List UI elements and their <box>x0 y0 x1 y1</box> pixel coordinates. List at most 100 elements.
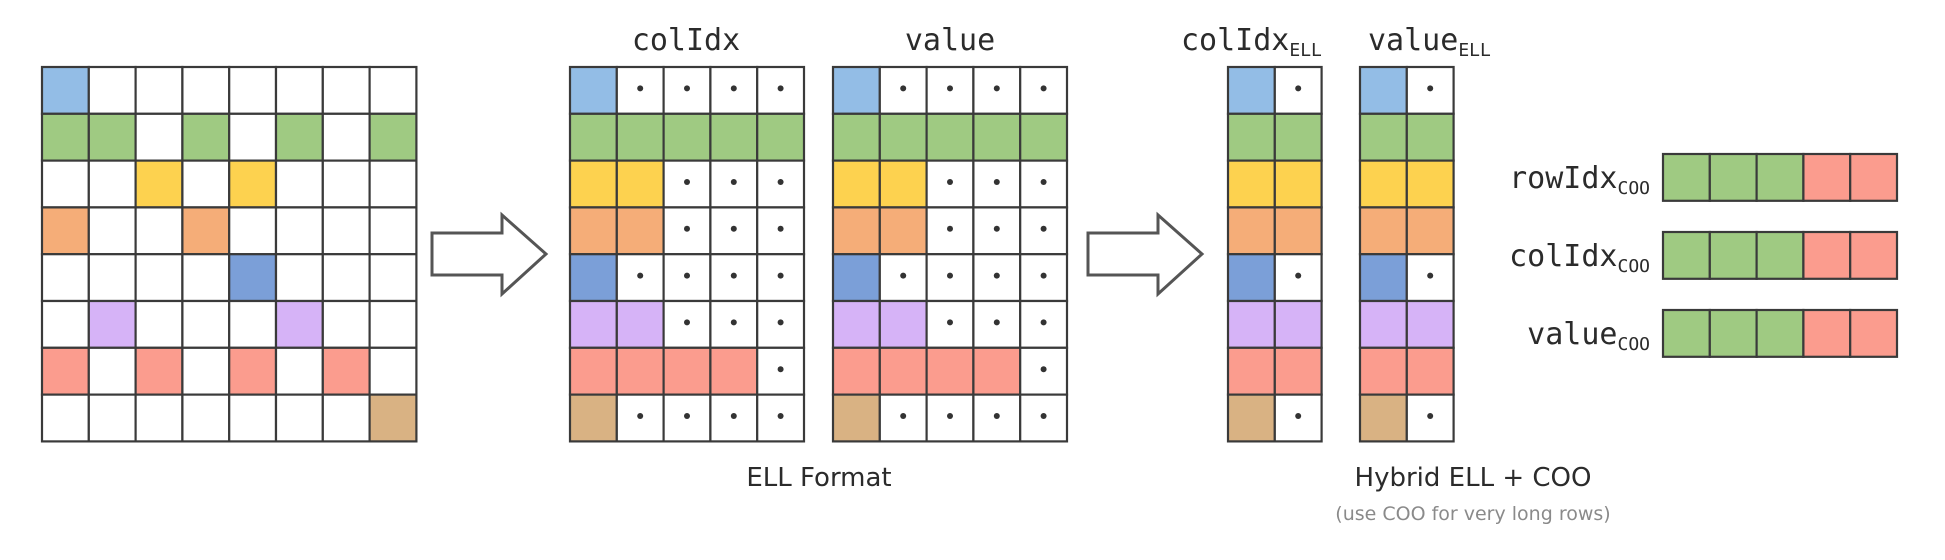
matrix-cell-r3-c3-nonzero <box>181 206 231 256</box>
matrix-cell-r3-c4-zero <box>228 206 278 256</box>
ell-value-cell-r5-c4-padding <box>1019 299 1069 349</box>
hybrid-subcaption: (use COO for very long rows) <box>1335 503 1610 525</box>
matrix-cell-r1-c6-zero <box>321 112 371 162</box>
hybrid-ell-colidx-array <box>1226 65 1323 443</box>
coo-value-label: valueCOO <box>1527 317 1650 355</box>
matrix-cell-r0-c4-zero <box>228 65 278 115</box>
ell-colidx-cell-r5-c1-nonzero <box>615 299 665 349</box>
ell-colidx-cell-r1-c0-nonzero <box>568 112 618 162</box>
matrix-cell-r1-c4-zero <box>228 112 278 162</box>
matrix-cell-r3-c2-zero <box>134 206 184 256</box>
ell-value-cell-r6-c1-nonzero <box>878 346 928 396</box>
matrix-cell-r0-c1-zero <box>87 65 137 115</box>
matrix-cell-r7-c1-zero <box>87 393 137 443</box>
matrix-cell-r1-c2-zero <box>134 112 184 162</box>
matrix-cell-r2-c4-nonzero <box>228 159 278 209</box>
matrix-cell-r4-c4-nonzero <box>228 253 278 303</box>
padding-dot-icon <box>947 319 953 326</box>
matrix-cell-r0-c7-zero <box>368 65 418 115</box>
coo-value-cell-r0-c1-nonzero <box>1708 308 1758 358</box>
coo-rowidx-label: rowIdxCOO <box>1509 161 1650 199</box>
hybrid-colidx-cell-r1-c1-nonzero <box>1273 112 1323 162</box>
padding-dot-icon <box>637 272 644 279</box>
padding-dot-icon <box>730 413 737 419</box>
hybrid-colidx-cell-r2-c1-nonzero <box>1273 159 1323 209</box>
ell-value-cell-r7-c1-padding <box>878 393 928 443</box>
padding-dot-icon <box>993 272 1000 279</box>
ell-colidx-cell-r1-c2-nonzero <box>662 112 712 162</box>
padding-dot-icon <box>1295 85 1302 92</box>
matrix-cell-r5-c3-zero <box>181 299 231 349</box>
ell-colidx-cell-r3-c0-nonzero <box>568 206 618 256</box>
matrix-cell-r1-c5-nonzero <box>274 112 324 162</box>
matrix-cell-r0-c6-zero <box>321 65 371 115</box>
ell-colidx-cell-r3-c2-padding <box>662 206 712 256</box>
hybrid-colidx-cell-r2-c0-nonzero <box>1226 159 1276 209</box>
matrix-cell-r7-c2-zero <box>134 393 184 443</box>
coo-colidx-cell-r0-c0-nonzero <box>1661 230 1711 280</box>
padding-dot-icon <box>684 225 690 232</box>
ell-value-cell-r5-c0-nonzero <box>831 299 881 349</box>
matrix-cell-r6-c6-nonzero <box>321 346 371 396</box>
padding-dot-icon <box>777 272 784 279</box>
ell-colidx-cell-r6-c1-nonzero <box>615 346 665 396</box>
hybrid-colidx-cell-r5-c1-nonzero <box>1273 299 1323 349</box>
padding-dot-icon <box>777 366 784 373</box>
matrix-cell-r2-c6-zero <box>321 159 371 209</box>
ell-value-cell-r1-c0-nonzero <box>831 112 881 162</box>
hybrid-value-cell-r4-c0-nonzero <box>1358 253 1408 303</box>
matrix-cell-r6-c5-zero <box>274 346 324 396</box>
padding-dot-icon <box>1427 272 1434 279</box>
coo-rowidx-cell-r0-c0-nonzero <box>1661 152 1711 202</box>
coo-colidx-cell-r0-c2-nonzero <box>1755 230 1805 280</box>
coo-colidx-cell-r0-c1-nonzero <box>1708 230 1758 280</box>
matrix-cell-r5-c1-nonzero <box>87 299 137 349</box>
ell-value-cell-r6-c3-nonzero <box>972 346 1022 396</box>
padding-dot-icon <box>777 319 784 326</box>
matrix-cell-r1-c3-nonzero <box>181 112 231 162</box>
hybrid-value-cell-r7-c0-nonzero <box>1358 393 1408 443</box>
ell-value-cell-r5-c1-nonzero <box>878 299 928 349</box>
matrix-cell-r0-c0-nonzero <box>40 65 90 115</box>
matrix-cell-r7-c4-zero <box>228 393 278 443</box>
hybrid-value-label: valueELL <box>1368 23 1491 61</box>
hybrid-value-cell-r5-c1-nonzero <box>1405 299 1455 349</box>
matrix-cell-r4-c6-zero <box>321 253 371 303</box>
padding-dot-icon <box>947 85 953 92</box>
ell-value-cell-r0-c0-nonzero <box>831 65 881 115</box>
padding-dot-icon <box>947 272 953 279</box>
padding-dot-icon <box>730 85 737 92</box>
padding-dot-icon <box>730 179 737 185</box>
padding-dot-icon <box>684 319 690 326</box>
ell-value-cell-r3-c1-nonzero <box>878 206 928 256</box>
padding-dot-icon <box>947 225 953 232</box>
ell-colidx-label: colIdx <box>632 23 740 58</box>
ell-value-cell-r4-c0-nonzero <box>831 253 881 303</box>
hybrid-colidx-cell-r3-c0-nonzero <box>1226 206 1276 256</box>
matrix-cell-r4-c7-zero <box>368 253 418 303</box>
coo-colidx-label: colIdxCOO <box>1509 239 1650 277</box>
ell-value-cell-r6-c2-nonzero <box>925 346 975 396</box>
matrix-cell-r3-c6-zero <box>321 206 371 256</box>
padding-dot-icon <box>777 85 784 92</box>
matrix-cell-r3-c5-zero <box>274 206 324 256</box>
padding-dot-icon <box>993 225 1000 232</box>
coo-value-cell-r0-c0-nonzero <box>1661 308 1711 358</box>
matrix-cell-r6-c0-nonzero <box>40 346 90 396</box>
matrix-cell-r2-c0-zero <box>40 159 90 209</box>
ell-value-cell-r2-c0-nonzero <box>831 159 881 209</box>
ell-format: colIdx value ELL Format <box>568 23 1069 493</box>
ell-colidx-cell-r6-c0-nonzero <box>568 346 618 396</box>
padding-dot-icon <box>1040 225 1047 232</box>
matrix-cell-r7-c7-nonzero <box>368 393 418 443</box>
hybrid-value-cell-r1-c1-nonzero <box>1405 112 1455 162</box>
matrix-cell-r4-c3-zero <box>181 253 231 303</box>
padding-dot-icon <box>730 319 737 326</box>
padding-dot-icon <box>777 225 784 232</box>
matrix-cell-r1-c1-nonzero <box>87 112 137 162</box>
hybrid-value-cell-r6-c0-nonzero <box>1358 346 1408 396</box>
matrix-cell-r2-c5-zero <box>274 159 324 209</box>
matrix-cell-r7-c5-zero <box>274 393 324 443</box>
matrix-cell-r6-c2-nonzero <box>134 346 184 396</box>
